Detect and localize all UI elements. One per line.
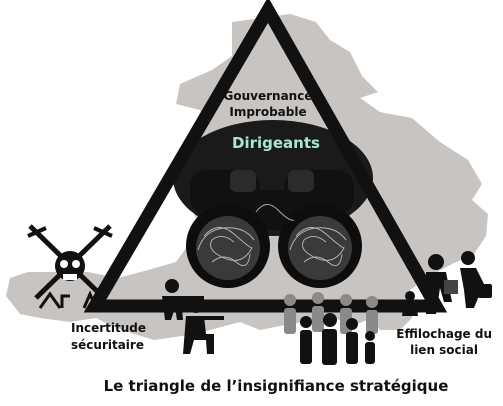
binoculars-icon: [173, 120, 373, 288]
armed-men-icon: [162, 279, 224, 354]
map-island: [140, 288, 166, 298]
apex-label-line2: Improbable: [229, 105, 306, 119]
left-label-line2: sécuritaire: [71, 338, 144, 352]
right-label-line1: Effilochage du: [396, 327, 492, 341]
triangle-outline: [83, 0, 448, 313]
crowd-icon: [284, 292, 378, 365]
apex-label-line1: Gouvernance: [224, 89, 313, 103]
right-label-line2: lien social: [410, 343, 478, 357]
left-label-line1: Incertitude: [71, 321, 146, 335]
crossed-rifles-skull-icon: [27, 224, 113, 309]
migrants-icon: [402, 251, 492, 316]
center-label: Dirigeants: [232, 134, 320, 152]
diagram-title: Le triangle de l’insignifiance stratégiq…: [104, 377, 449, 395]
